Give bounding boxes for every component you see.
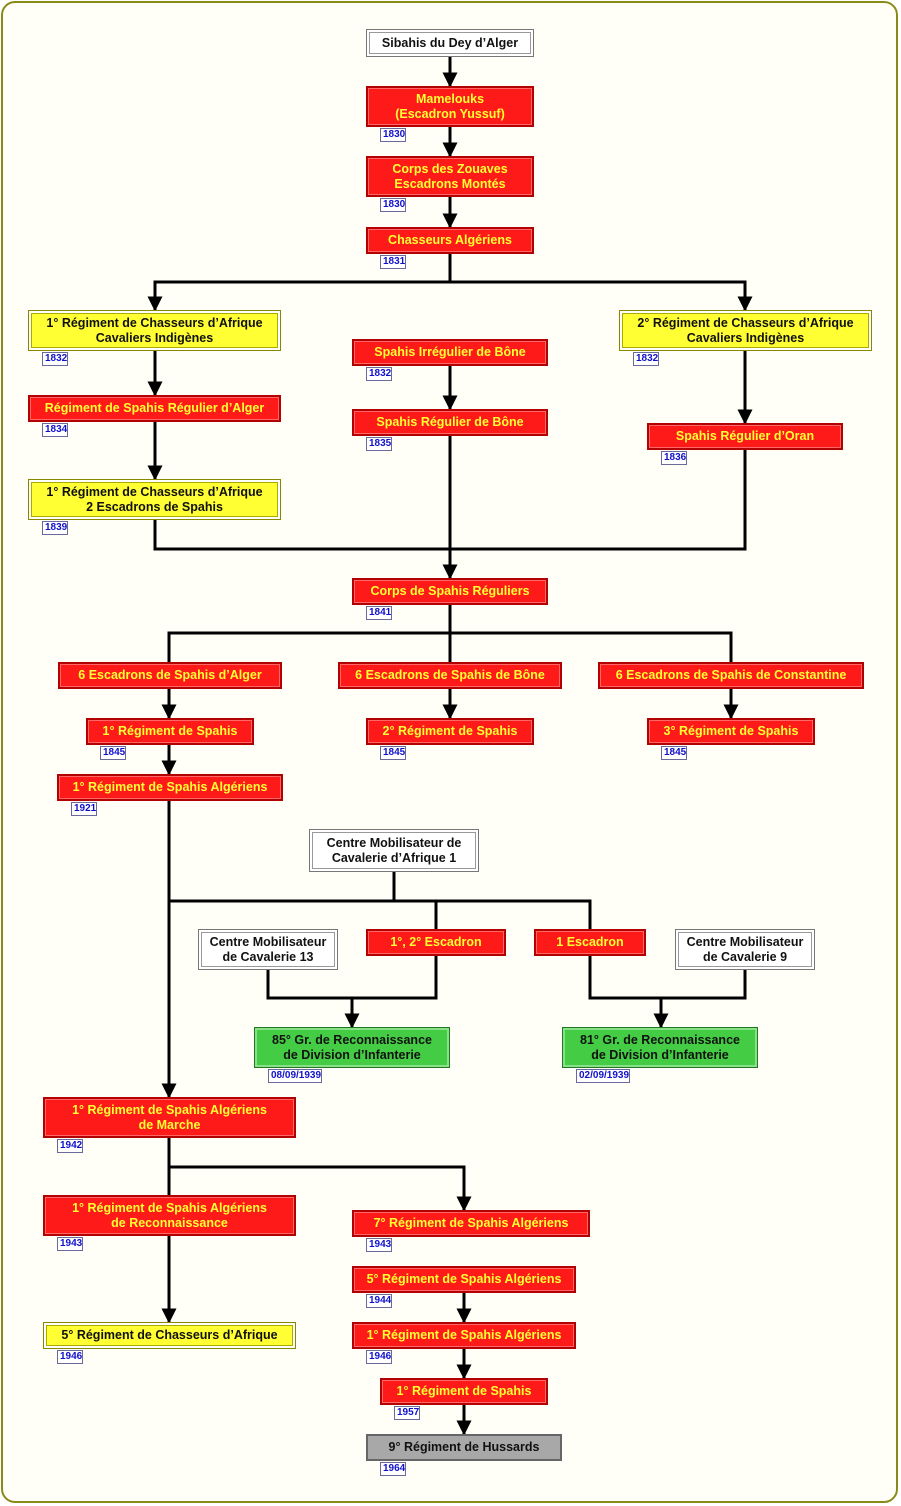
link-chasseurs-alg-to-rca2-cav xyxy=(450,280,753,312)
link-cm-caf1-to-esc12 xyxy=(394,899,438,929)
unit-rsr-alger-date: 1834 xyxy=(42,423,68,437)
link-cm13-to-gr85 xyxy=(266,970,352,1000)
unit-rsa-reco-date: 1943 xyxy=(57,1237,83,1251)
unit-rs1-1957-date: 1957 xyxy=(394,1406,420,1420)
unit-rsa1-1921-date: 1921 xyxy=(71,802,97,816)
unit-esc12: 1°, 2° Escadron xyxy=(366,929,506,956)
unit-zouaves: Corps des Zouaves Escadrons Montés xyxy=(366,156,534,197)
unit-corps-spahis-date: 1841 xyxy=(366,606,392,620)
unit-rsa1-1946: 1° Régiment de Spahis Algériens xyxy=(352,1322,576,1349)
unit-rca5-date: 1946 xyxy=(57,1350,83,1364)
unit-rs3: 3° Régiment de Spahis xyxy=(647,718,815,745)
unit-rca1-cav: 1° Régiment de Chasseurs d’Afrique Caval… xyxy=(28,310,281,351)
unit-esc-bone: 6 Escadrons de Spahis de Bône xyxy=(338,662,562,689)
link-corps-spahis-to-esc-alger xyxy=(167,605,452,662)
unit-esc-alger: 6 Escadrons de Spahis d’Alger xyxy=(58,662,282,689)
unit-rca2-cav: 2° Régiment de Chasseurs d’Afrique Caval… xyxy=(619,310,872,351)
unit-spahis-reg-bone-date: 1835 xyxy=(366,437,392,451)
unit-rs3-date: 1845 xyxy=(661,746,687,760)
unit-rs2: 2° Régiment de Spahis xyxy=(366,718,534,745)
link-rsa-marche-to-rsa7 xyxy=(169,1165,472,1212)
unit-mamelouks: Mamelouks (Escadron Yussuf) xyxy=(366,86,534,127)
unit-rsa-marche: 1° Régiment de Spahis Algériens de March… xyxy=(43,1097,296,1138)
unit-rca1-cav-date: 1832 xyxy=(42,352,68,366)
unit-zouaves-date: 1830 xyxy=(380,198,406,212)
unit-rsa7-date: 1943 xyxy=(366,1238,392,1252)
unit-rsa1-1921: 1° Régiment de Spahis Algériens xyxy=(57,774,283,801)
unit-chasseurs-alg: Chasseurs Algériens xyxy=(366,227,534,254)
unit-esc-const: 6 Escadrons de Spahis de Constantine xyxy=(598,662,864,689)
unit-rca1-esc-date: 1839 xyxy=(42,521,68,535)
link-cm-caf1-to-rsa-marche xyxy=(169,872,396,903)
unit-rsr-alger: Régiment de Spahis Régulier d’Alger xyxy=(28,395,281,422)
unit-cm-caf1: Centre Mobilisateur de Cavalerie d’Afriq… xyxy=(309,829,479,872)
unit-spahis-reg-oran-date: 1836 xyxy=(661,451,687,465)
link-chasseurs-alg-to-rca1-cav xyxy=(147,254,452,312)
unit-spahis-irr-bone-date: 1832 xyxy=(366,367,392,381)
unit-corps-spahis: Corps de Spahis Réguliers xyxy=(352,578,548,605)
link-cm-caf1-to-esc1 xyxy=(436,899,592,929)
unit-rsa5-date: 1944 xyxy=(366,1294,392,1308)
unit-gr85-date: 08/09/1939 xyxy=(268,1069,322,1083)
unit-spahis-reg-bone: Spahis Régulier de Bône xyxy=(352,409,548,436)
unit-gr81-date: 02/09/1939 xyxy=(576,1069,630,1083)
unit-rs1: 1° Régiment de Spahis xyxy=(86,718,254,745)
unit-rca5: 5° Régiment de Chasseurs d’Afrique xyxy=(43,1322,296,1349)
unit-spahis-reg-oran: Spahis Régulier d’Oran xyxy=(647,423,843,450)
link-esc1-to-gr81 xyxy=(588,956,669,1029)
unit-rh9-date: 1964 xyxy=(380,1462,406,1476)
unit-mamelouks-date: 1830 xyxy=(380,128,406,142)
unit-rs1-date: 1845 xyxy=(100,746,126,760)
unit-gr81: 81° Gr. de Reconnaissance de Division d’… xyxy=(562,1027,758,1068)
unit-gr85: 85° Gr. de Reconnaissance de Division d’… xyxy=(254,1027,450,1068)
link-corps-spahis-to-esc-const xyxy=(450,631,733,662)
unit-rsa-marche-date: 1942 xyxy=(57,1139,83,1153)
link-rca1-esc-to-corps-spahis xyxy=(153,520,450,551)
unit-rsa7: 7° Régiment de Spahis Algériens xyxy=(352,1210,590,1237)
unit-chasseurs-alg-date: 1831 xyxy=(380,255,406,269)
unit-cm13: Centre Mobilisateur de Cavalerie 13 xyxy=(198,929,338,970)
unit-rca2-cav-date: 1832 xyxy=(633,352,659,366)
link-cm9-to-gr81 xyxy=(661,970,747,1000)
link-spahis-reg-oran-to-corps-spahis xyxy=(450,450,747,551)
unit-spahis-irr-bone: Spahis Irrégulier de Bône xyxy=(352,339,548,366)
unit-rsa-reco: 1° Régiment de Spahis Algériens de Recon… xyxy=(43,1195,296,1236)
unit-cm9: Centre Mobilisateur de Cavalerie 9 xyxy=(675,929,815,970)
unit-rs1-1957: 1° Régiment de Spahis xyxy=(380,1378,548,1405)
unit-rs2-date: 1845 xyxy=(380,746,406,760)
unit-esc1: 1 Escadron xyxy=(534,929,646,956)
unit-rh9: 9° Régiment de Hussards xyxy=(366,1434,562,1461)
unit-rsa1-1946-date: 1946 xyxy=(366,1350,392,1364)
unit-sibahis: Sibahis du Dey d’Alger xyxy=(366,29,534,57)
link-esc12-to-gr85 xyxy=(344,956,438,1029)
unit-rca1-esc: 1° Régiment de Chasseurs d’Afrique 2 Esc… xyxy=(28,479,281,520)
unit-rsa5: 5° Régiment de Spahis Algériens xyxy=(352,1266,576,1293)
